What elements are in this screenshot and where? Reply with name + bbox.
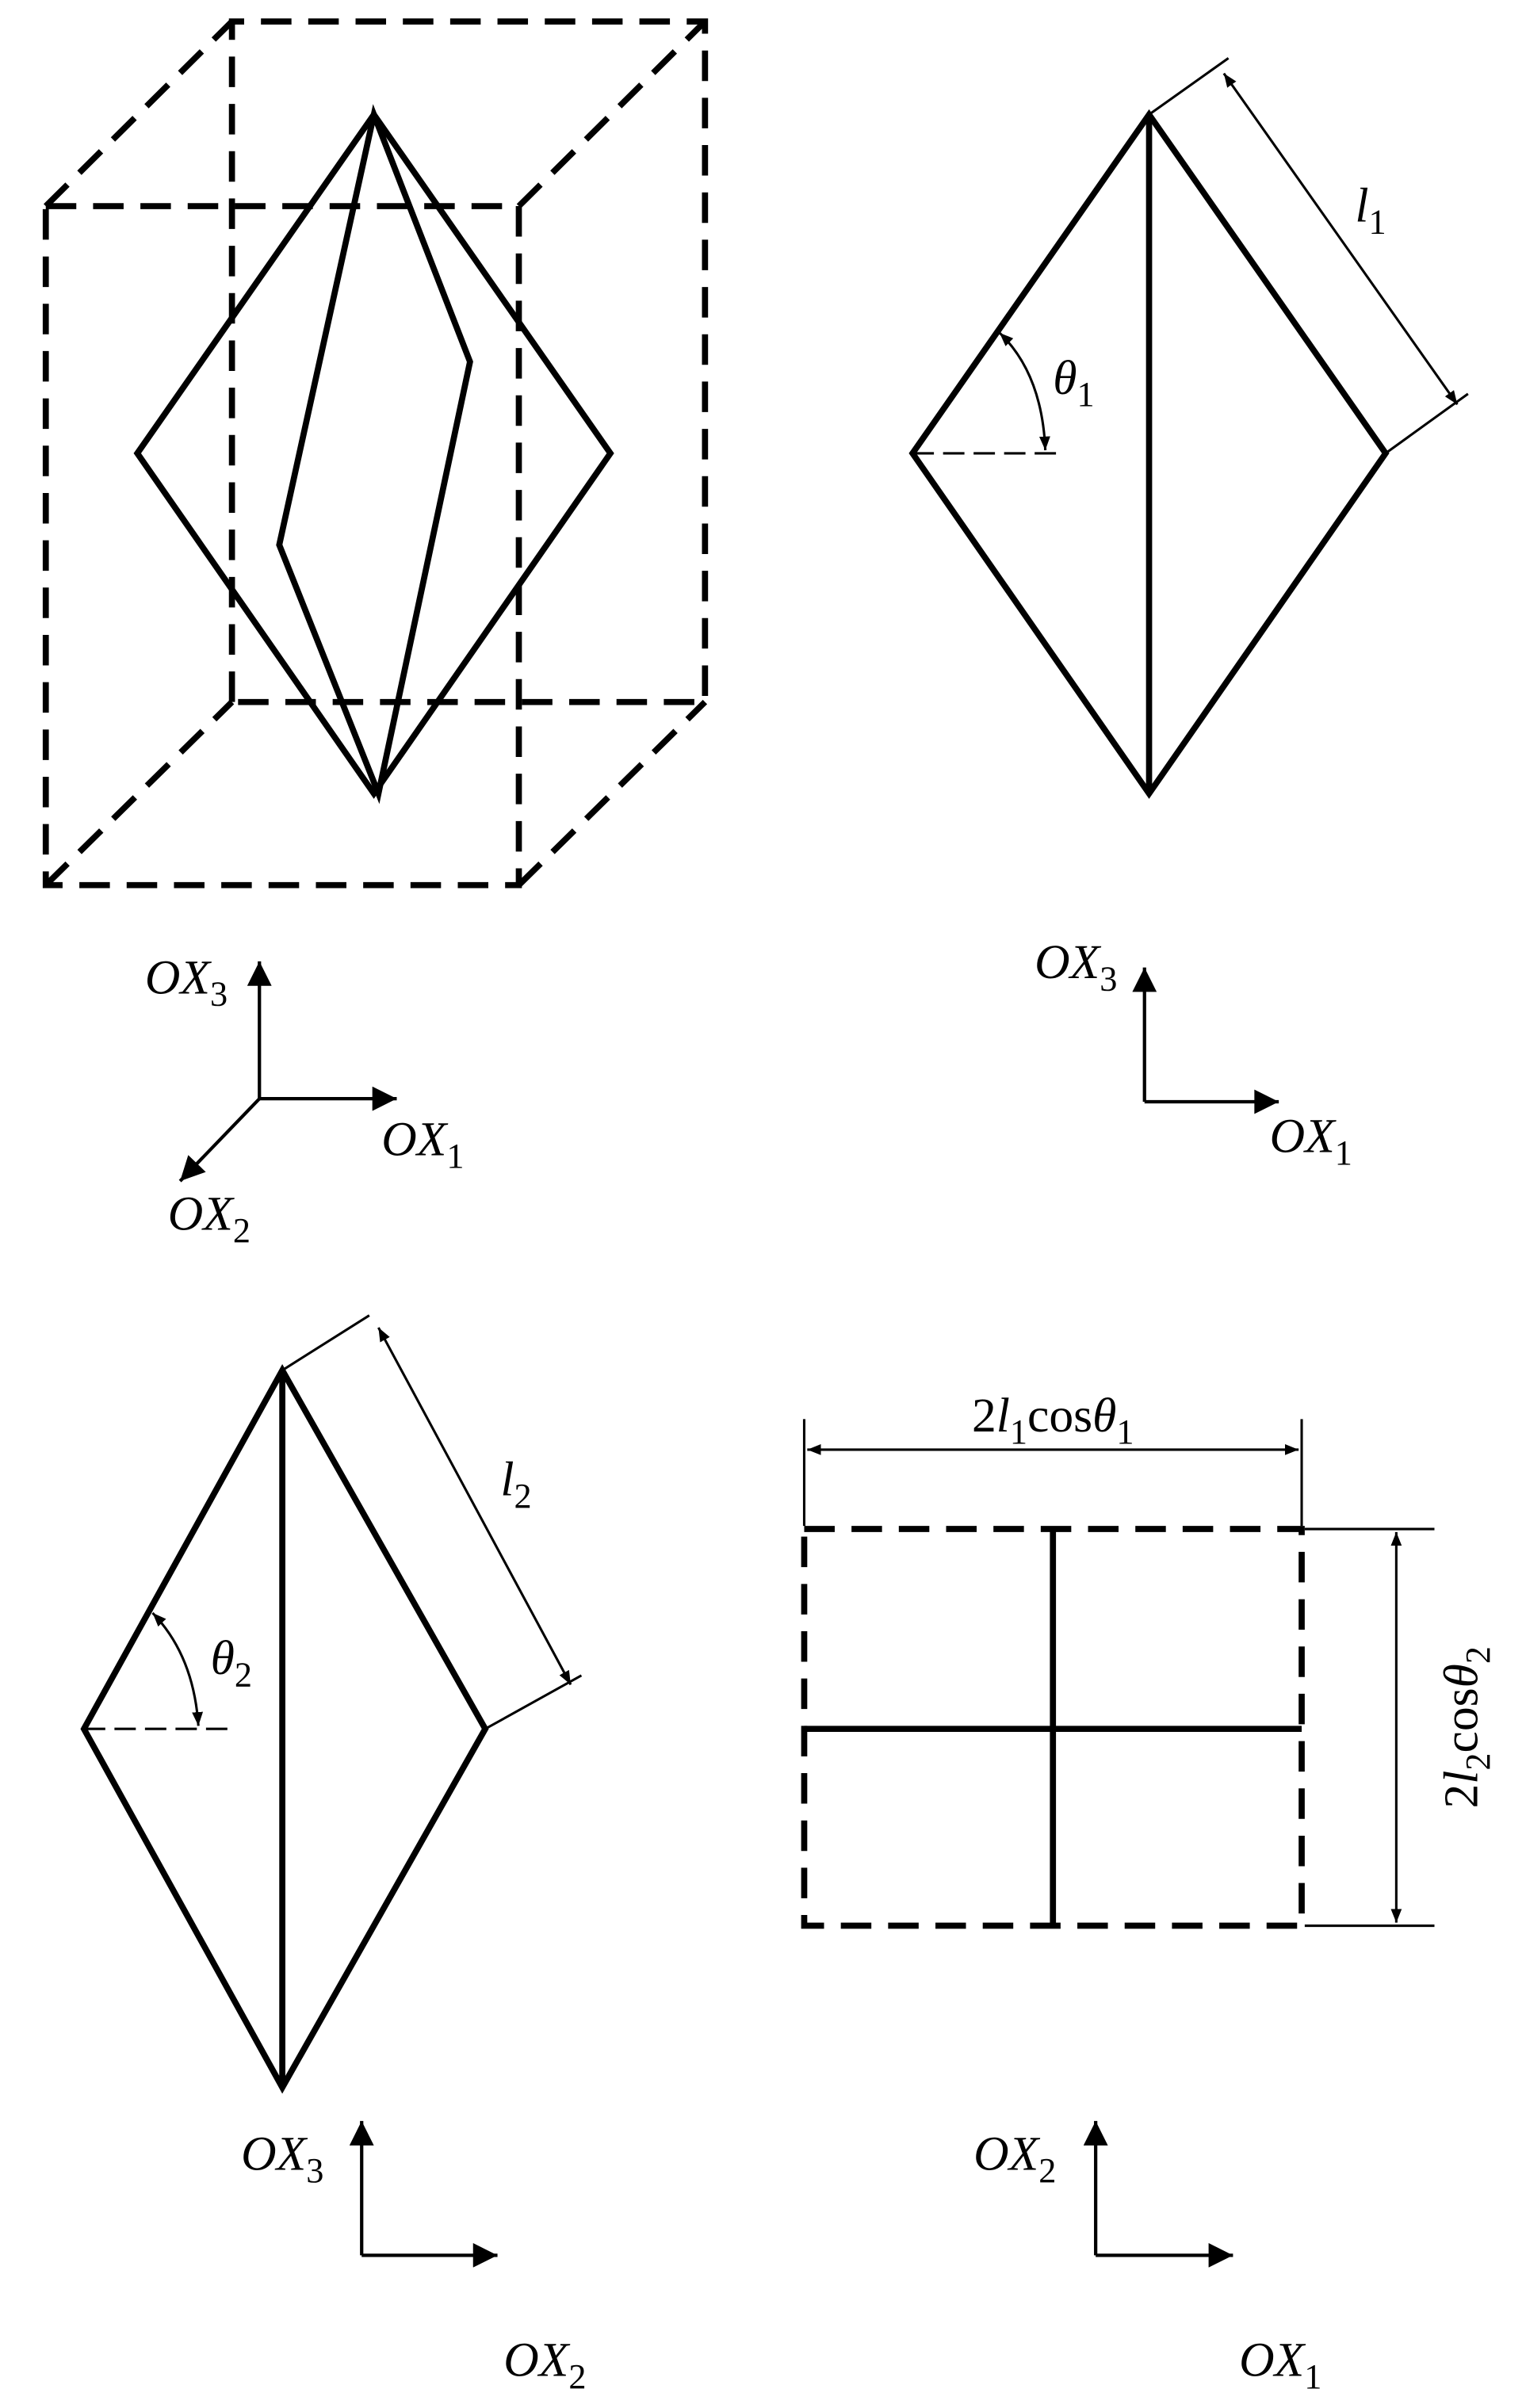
- width-label: 2l1cosθ1: [972, 1389, 1134, 1451]
- axis-x2-label: OX2: [503, 2333, 586, 2395]
- axes-top: OX2 OX1: [973, 2120, 1321, 2396]
- axes-3d: OX3 OX1 OX2: [145, 950, 465, 1250]
- box-depth-edges: [44, 19, 708, 888]
- cross-lines: [804, 1529, 1302, 1926]
- axis-x1-label: OX1: [1270, 1110, 1352, 1172]
- bounding-box: [42, 18, 709, 889]
- angle-label: θ1: [1053, 351, 1094, 414]
- panel-front-view: θ1 l1 OX3 OX1: [908, 57, 1469, 1172]
- height-extension-lines: [1304, 1527, 1435, 1928]
- angle-arc: [998, 331, 1050, 451]
- panel-side-view: θ2 l2 OX3 OX2: [80, 1314, 587, 2396]
- length-dimension-line: [377, 1327, 572, 1686]
- axes-front: OX3 OX1: [1035, 935, 1352, 1172]
- rhombus-front: [133, 109, 614, 799]
- angle-arc: [151, 1611, 204, 1726]
- angle-label: θ2: [211, 1631, 252, 1694]
- length-label: l2: [500, 1453, 531, 1516]
- dimension-extension-lines: [1148, 57, 1469, 455]
- width-extension-lines: [802, 1419, 1303, 1527]
- dimension-extension-lines: [281, 1314, 583, 1730]
- axes-side: OX3 OX2: [241, 2120, 587, 2396]
- rhombus-projection: [80, 1363, 489, 2094]
- panel-top-view: 2l1cosθ1 2l2cosθ2 OX2 OX1: [801, 1389, 1497, 2396]
- axis-x2-label: OX2: [168, 1187, 251, 1250]
- axis-x1-label: OX1: [1239, 2333, 1321, 2395]
- box-front-face: [42, 203, 522, 889]
- length-dimension-line: [1222, 72, 1459, 406]
- axis-x3-label: OX3: [1035, 935, 1117, 998]
- axis-x2-label: OX2: [973, 2127, 1056, 2190]
- rhombus-side: [276, 104, 473, 805]
- height-label: 2l2cosθ2: [1434, 1646, 1497, 1809]
- axis-x2-arrow: [178, 1097, 261, 1183]
- axis-x3-label: OX3: [145, 950, 228, 1013]
- length-label: l1: [1355, 178, 1386, 241]
- axis-x1-label: OX1: [381, 1112, 464, 1175]
- axis-x3-label: OX3: [241, 2127, 323, 2190]
- panel-3d-view: OX3 OX1 OX2: [42, 18, 709, 1250]
